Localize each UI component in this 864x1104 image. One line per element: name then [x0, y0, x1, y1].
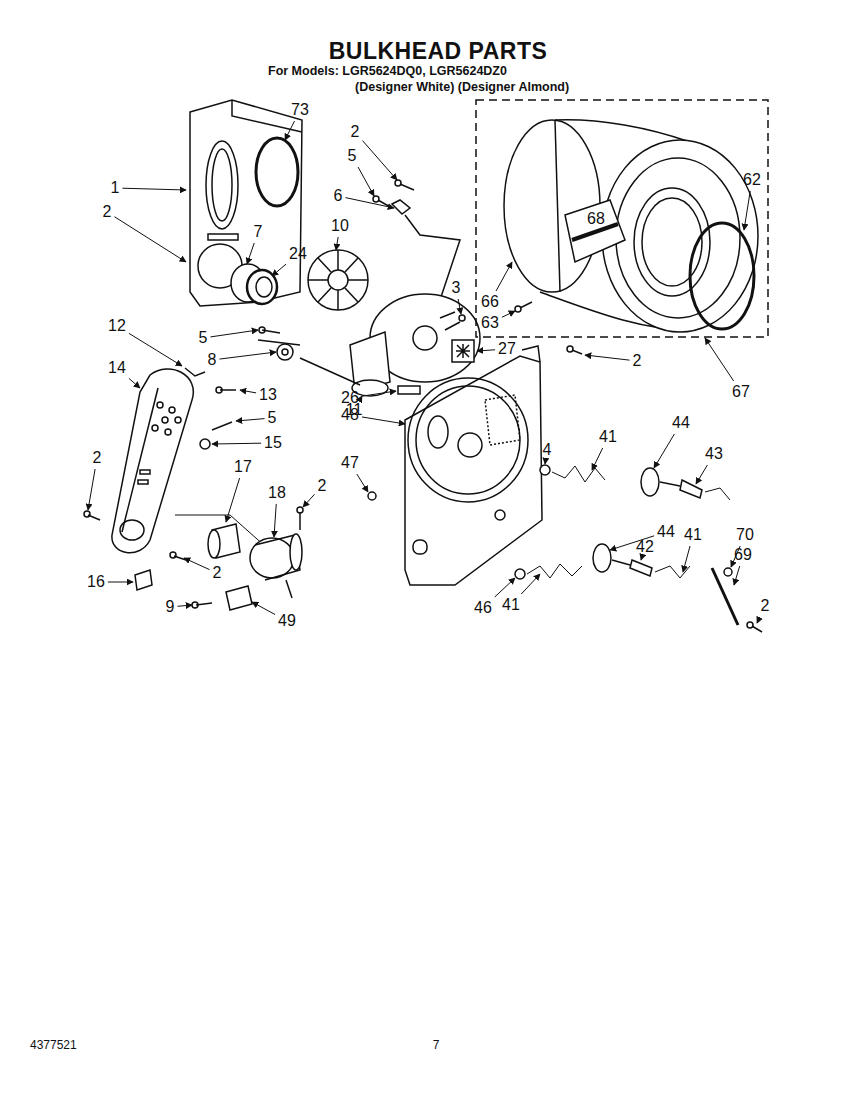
callout-number: 44 [657, 524, 675, 540]
callout-number: 46 [474, 600, 492, 616]
leader-line [184, 558, 210, 570]
leader-line [734, 566, 740, 585]
leader-line [757, 617, 760, 623]
leader-line [212, 443, 261, 445]
leader-line [545, 461, 546, 464]
leader-line [122, 188, 186, 190]
page-footer: 7 [433, 1039, 440, 1051]
leader-line [362, 391, 396, 396]
callout-number: 24 [289, 246, 307, 262]
callout-number: 49 [278, 613, 296, 629]
callout-number: 41 [599, 429, 617, 445]
leader-line [272, 264, 286, 276]
leader-line [108, 582, 133, 583]
leader-line [362, 417, 405, 424]
leader-line [358, 167, 374, 196]
leader-line [129, 378, 140, 388]
leader-line [585, 355, 630, 360]
leader-line [654, 434, 674, 468]
callout-number: 14 [108, 360, 126, 376]
leader-line [458, 299, 461, 314]
leader-line [362, 141, 397, 180]
callout-number: 67 [732, 384, 750, 400]
callout-number: 8 [208, 352, 217, 368]
callout-number: 27 [498, 341, 516, 357]
callout-number: 2 [351, 124, 360, 140]
callout-number: 15 [264, 435, 282, 451]
callout-number: 41 [684, 527, 702, 543]
leader-line [274, 504, 276, 537]
callout-number: 66 [481, 294, 499, 310]
leader-line [226, 478, 240, 522]
leader-line [357, 474, 368, 492]
callout-number: 9 [166, 599, 175, 615]
callout-number: 3 [452, 280, 461, 296]
leader-line [683, 546, 690, 572]
leader-line [496, 262, 512, 291]
model-note: For Models: LGR5624DQ0, LGR5624DZ0 [268, 65, 507, 78]
callout-number: 2 [633, 353, 642, 369]
callout-number: 2 [761, 598, 770, 614]
leader-line [240, 390, 256, 393]
callout-number: 10 [331, 218, 349, 234]
callout-number: 73 [291, 102, 309, 118]
callout-number: 12 [108, 318, 126, 334]
callout-number: 42 [636, 539, 654, 555]
leader-line [219, 352, 276, 359]
leader-line [88, 469, 95, 510]
callout-number: 2 [103, 204, 112, 220]
callout-number: 4 [543, 442, 552, 458]
leader-line [360, 396, 362, 399]
callout-number: 68 [587, 211, 605, 227]
callout-number: 5 [199, 330, 208, 346]
leader-line [345, 198, 394, 208]
callout-number: 48 [341, 407, 359, 423]
leader-line [477, 350, 495, 351]
callout-number: 5 [268, 410, 277, 426]
model-note: (Designer White) (Designer Almond) [355, 81, 569, 94]
callout-number: 13 [259, 387, 277, 403]
callout-number: 44 [672, 415, 690, 431]
leader-line [177, 605, 192, 606]
callout-number: 63 [481, 315, 499, 331]
callout-number: 1 [111, 180, 120, 196]
callout-number: 16 [87, 574, 105, 590]
leader-line [641, 558, 643, 560]
callout-number: 7 [254, 224, 263, 240]
leader-line [502, 311, 515, 317]
leader-line [247, 243, 254, 264]
callout-number: 43 [705, 446, 723, 462]
callout-number: 26 [341, 390, 359, 406]
leader-line [744, 191, 750, 230]
leader-line [114, 217, 186, 262]
leader-line [210, 330, 258, 337]
leader-line [696, 465, 707, 484]
callout-number: 47 [341, 455, 359, 471]
callout-number: 6 [334, 188, 343, 204]
callout-number: 18 [268, 485, 286, 501]
leader-line [521, 574, 540, 594]
leader-line [252, 602, 275, 615]
leader-line [592, 448, 603, 470]
leader-line [129, 333, 182, 366]
leader-line [236, 419, 265, 421]
callout-number: 2 [318, 478, 327, 494]
diagram-title: BULKHEAD PARTS [329, 40, 548, 63]
callout-number: 2 [213, 565, 222, 581]
page-footer: 4377521 [30, 1039, 77, 1051]
leader-line [303, 494, 315, 507]
callout-number: 2 [93, 450, 102, 466]
callout-number: 69 [734, 547, 752, 563]
leader-line [705, 338, 734, 381]
callout-number: 41 [502, 597, 520, 613]
callout-number: 5 [348, 148, 357, 164]
callout-number: 70 [736, 527, 754, 543]
leader-line [495, 578, 515, 597]
callout-number: 17 [234, 459, 252, 475]
leader-line [336, 237, 338, 250]
leader-line [285, 121, 295, 140]
callout-number: 62 [743, 172, 761, 188]
